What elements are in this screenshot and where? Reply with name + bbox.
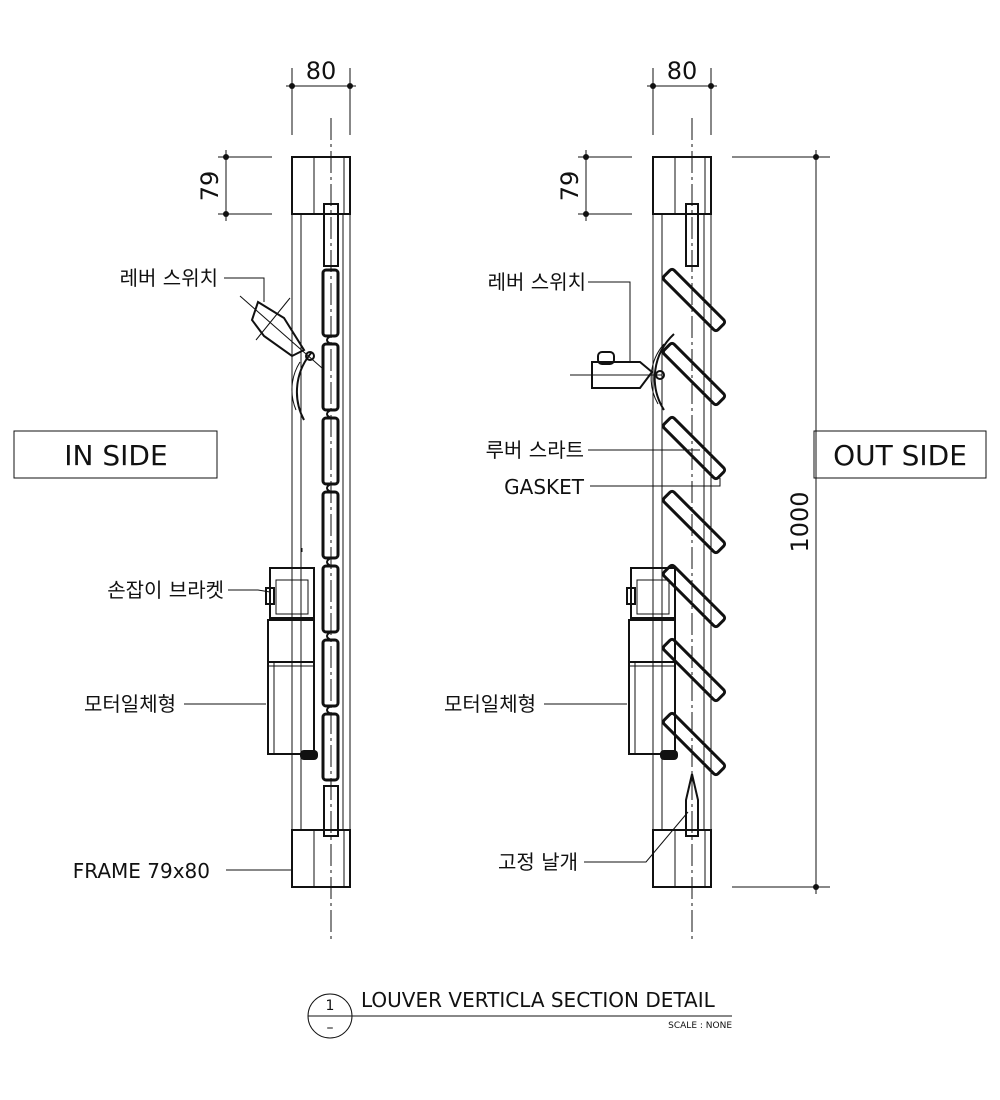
right-lever-switch xyxy=(570,333,675,411)
out-side-label: OUT SIDE xyxy=(833,439,967,472)
left-width-dimension: 80 xyxy=(286,57,356,135)
right-open-slats xyxy=(661,267,727,777)
right-motor-housing xyxy=(626,567,678,760)
right-label-louver-slat: 루버 스라트 xyxy=(486,438,584,462)
right-top-stub xyxy=(685,203,699,267)
left-height-value: 79 xyxy=(196,171,224,202)
left-leaders xyxy=(184,277,303,871)
right-label-gasket: GASKET xyxy=(504,475,585,499)
left-label-handle-bracket: 손잡이 브라켓 xyxy=(107,578,224,602)
left-section-view: 80 79 xyxy=(13,57,356,940)
right-width-value: 80 xyxy=(667,57,698,85)
in-side-box xyxy=(13,430,218,479)
drawing-scale: SCALE : NONE xyxy=(668,1021,732,1031)
overall-height-dimension: 1000 xyxy=(732,150,830,894)
right-section-view: 80 79 1000 xyxy=(444,57,987,940)
sheet-reference: – xyxy=(327,1020,334,1036)
in-side-label: IN SIDE xyxy=(64,439,167,472)
overall-height-value: 1000 xyxy=(786,491,814,552)
left-motor-housing xyxy=(265,567,318,760)
right-label-motor: 모터일체형 xyxy=(444,692,536,716)
left-top-stub xyxy=(323,203,339,267)
detail-number: 1 xyxy=(326,998,335,1014)
left-height-dimension: 79 xyxy=(196,150,272,221)
out-side-box xyxy=(813,430,987,479)
right-height-dimension: 79 xyxy=(556,150,632,221)
left-width-value: 80 xyxy=(306,57,337,85)
left-frame xyxy=(291,156,351,888)
right-label-lever-switch: 레버 스위치 xyxy=(488,270,586,294)
left-lever-switch xyxy=(239,295,323,421)
right-label-fixed-wing: 고정 날개 xyxy=(498,850,578,874)
right-leaders xyxy=(544,281,721,863)
left-closed-slats xyxy=(321,268,340,782)
drawing-title: LOUVER VERTICLA SECTION DETAIL xyxy=(361,988,716,1012)
left-label-frame: FRAME 79x80 xyxy=(73,859,210,883)
left-label-motor: 모터일체형 xyxy=(84,692,176,716)
title-block: 1 – LOUVER VERTICLA SECTION DETAIL SCALE… xyxy=(307,988,732,1039)
left-bottom-stub xyxy=(323,785,339,837)
right-fixed-wing xyxy=(685,773,699,837)
right-height-value: 79 xyxy=(556,171,584,202)
right-width-dimension: 80 xyxy=(647,57,717,135)
left-label-lever-switch: 레버 스위치 xyxy=(120,266,218,290)
